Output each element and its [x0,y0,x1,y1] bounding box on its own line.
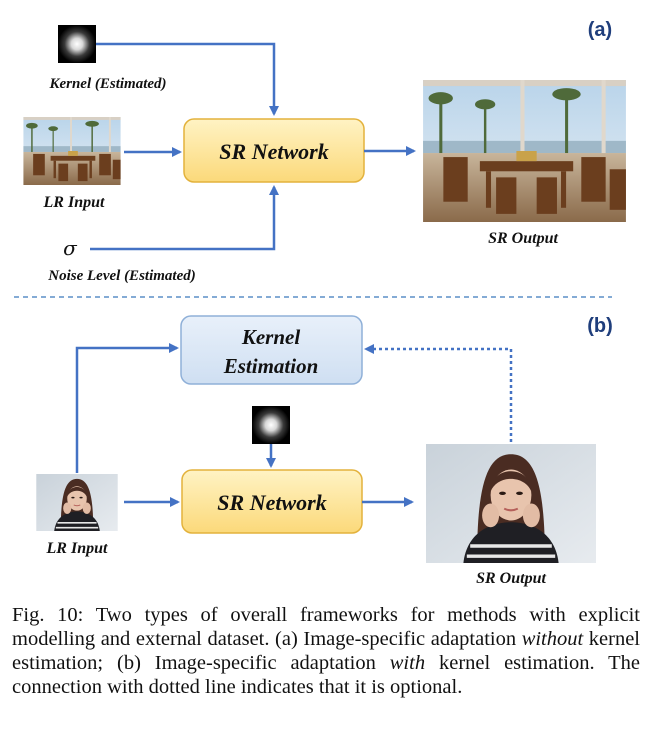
kernel-image-b [252,406,290,444]
sr-output-image-a [423,80,626,222]
panel-b: (b) Kernel Estimation SR Network LR Inpu… [36,315,613,587]
framework-diagram: (a) Kernel (Estimated) LR Input SR Netwo… [14,19,654,587]
lr-input-image-a [23,117,120,185]
kernel-estimation-box [180,315,363,385]
noise-level-label: Noise Level (Estimated) [47,268,195,284]
caption-part-1: Fig. 10: Two types of overall frameworks… [12,604,640,650]
kernel-image-a [58,25,96,63]
figure-caption: Fig. 10: Two types of overall frameworks… [12,603,640,699]
panel-a-tag: (a) [588,19,612,41]
kernel-estimation-line1: Kernel [241,325,301,349]
caption-emphasis-with: with [389,652,426,674]
sr-network-label-a: SR Network [219,139,328,164]
arrow-lr-to-kernel-estimation [75,343,179,473]
lr-input-image-b [36,474,117,531]
caption-emphasis-without: without [521,628,584,650]
lr-input-label-a: LR Input [43,194,105,211]
sigma-symbol: σ [63,236,78,260]
caption-part-3: kernel estimation. The connection with d… [12,652,640,698]
kernel-estimated-label: Kernel (Estimated) [48,76,166,92]
sr-output-label-b: SR Output [476,570,546,587]
sr-output-label-a: SR Output [488,230,558,247]
panel-a: (a) Kernel (Estimated) LR Input SR Netwo… [23,19,626,284]
panel-b-tag: (b) [587,315,613,337]
kernel-estimation-line2: Estimation [223,354,319,378]
lr-input-label-b: LR Input [46,540,108,557]
arrow-noise-to-sr [90,185,279,251]
sr-output-image-b [426,444,596,563]
arrow-kernel-to-sr [96,42,279,116]
arrow-output-to-kernel-estimation-optional [364,344,513,442]
caption-part-2: kernel estimation; (b) Image-specific ad… [12,628,640,674]
sr-network-label-b: SR Network [217,490,326,515]
